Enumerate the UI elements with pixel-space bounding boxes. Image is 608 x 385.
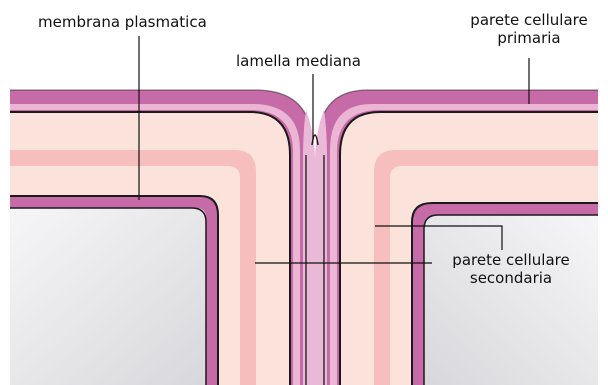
primary-wall-label-line-1: parete cellulare <box>454 11 604 29</box>
right-cell <box>318 90 598 385</box>
plasma-membrane-label: membrana plasmatica <box>38 13 207 31</box>
left-cell <box>10 90 312 385</box>
primary-wall-label-line-2: primaria <box>454 29 604 47</box>
secondary-wall-label-line-1: parete cellulare <box>436 251 586 269</box>
secondary-wall-label-line-2: secondaria <box>436 269 586 287</box>
middle-lamella-label: lamella mediana <box>236 52 361 70</box>
left-cytoplasm <box>10 208 206 385</box>
primary-wall-label: parete cellulare primaria <box>454 11 604 47</box>
secondary-wall-label: parete cellulare secondaria <box>436 251 586 287</box>
middle-lamella <box>303 110 327 385</box>
right-cytoplasm <box>424 215 598 385</box>
